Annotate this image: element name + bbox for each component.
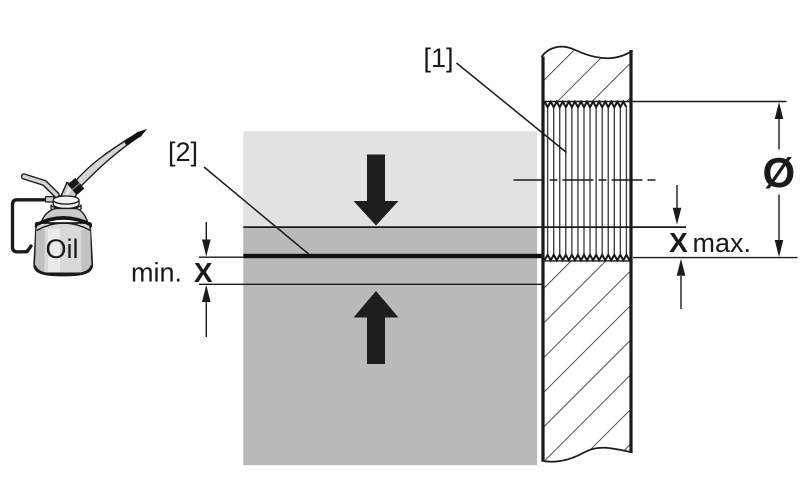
wall-break-bottom xyxy=(541,446,633,463)
dim-max-label: max. xyxy=(693,228,752,258)
oil-can-icon: Oil xyxy=(10,128,148,277)
callout-thread-label: [1] xyxy=(424,43,454,73)
oil-can-spout-tip xyxy=(136,128,148,138)
dim-max-arrow-up-head xyxy=(676,258,686,276)
oil-can-handle xyxy=(10,198,50,254)
seal-line xyxy=(243,253,542,259)
dimension-min: min. X xyxy=(131,222,213,337)
dim-max-arrow-down-head xyxy=(672,207,682,225)
dim-dia-arrow-down-head xyxy=(774,240,784,257)
oil-can-body-highlight xyxy=(48,229,60,272)
wall-hatch-lower xyxy=(543,260,631,461)
thread-lines xyxy=(544,107,630,255)
oil-can-body-shade-right xyxy=(81,228,92,273)
wall-break-top xyxy=(540,45,634,59)
dimension-diameter: Ø xyxy=(632,100,795,257)
dim-min-arrow-up-head xyxy=(202,285,211,302)
lower-part-block xyxy=(243,226,538,466)
callout-seal-label: [2] xyxy=(168,137,198,167)
oil-can-band xyxy=(34,216,92,228)
oil-can-label: Oil xyxy=(46,234,79,264)
oil-can-bottom-rim xyxy=(33,264,94,277)
upper-part-block xyxy=(243,131,538,227)
dim-min-symbol: X xyxy=(194,257,213,288)
press-up-arrow-icon xyxy=(353,291,399,364)
oil-can-body-shade-left xyxy=(35,228,45,273)
dimension-max: X max. xyxy=(633,185,798,309)
dim-dia-symbol: Ø xyxy=(762,150,795,197)
dim-min-label: min. xyxy=(131,257,182,287)
oil-can-spout-nut xyxy=(67,177,85,196)
thread-crest-top xyxy=(543,99,628,110)
dim-max-symbol: X xyxy=(669,227,688,258)
dim-dia-arrow-up-head xyxy=(774,102,784,119)
callout-seal: [2] xyxy=(168,137,312,257)
press-down-arrow-icon xyxy=(353,154,399,226)
oil-can-lid-top xyxy=(52,195,80,205)
oil-can-spout-dark-end xyxy=(124,131,142,146)
callout-seal-leader xyxy=(203,166,312,257)
oil-can-band-lower-line xyxy=(36,222,91,232)
callout-thread-leader xyxy=(456,62,567,154)
oil-can-lever xyxy=(22,174,59,197)
threaded-wall xyxy=(540,45,634,463)
wall-hatch-upper xyxy=(543,47,631,102)
machine-parts xyxy=(243,131,538,466)
dim-min-arrow-down-head xyxy=(202,239,211,257)
callout-thread: [1] xyxy=(424,43,567,154)
